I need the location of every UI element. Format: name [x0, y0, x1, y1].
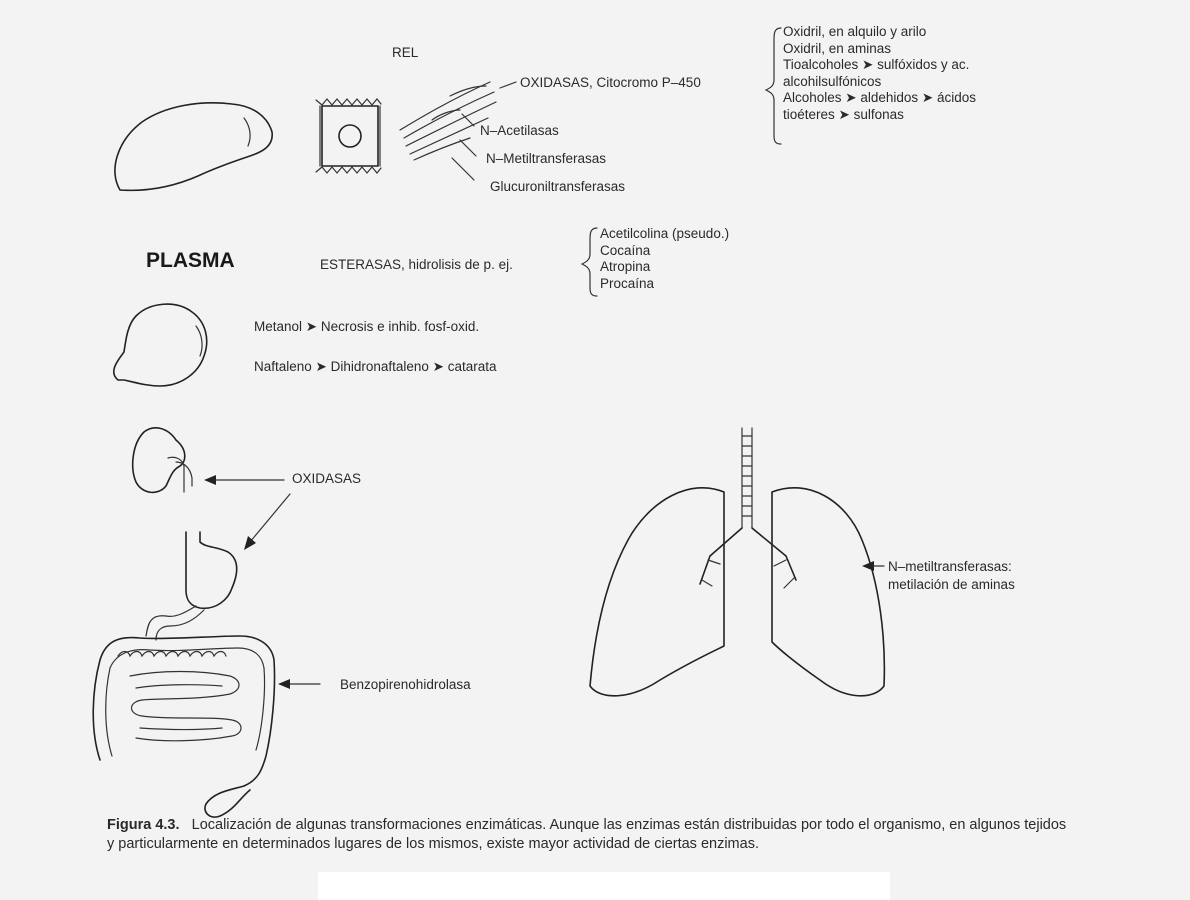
- intestine-drawing: [93, 636, 274, 817]
- list-item: Oxidril, en aminas: [783, 41, 976, 58]
- list-item: Oxidril, en alquilo y arilo: [783, 24, 976, 41]
- lungs-label-line1: N–metiltransferasas:: [888, 558, 1012, 575]
- liver-drawing: [115, 103, 272, 191]
- stomach-drawing: [146, 532, 237, 640]
- metanol-reaction: Metanol ➤ Necrosis e inhib. fosf-oxid.: [254, 318, 479, 335]
- kidney-drawing: [133, 428, 192, 493]
- blank-strip: [318, 872, 890, 900]
- list-item: alcohilsulfónicos: [783, 74, 976, 91]
- hepatocyte-drawing: [316, 99, 381, 173]
- n-acetilasas-label: N–Acetilasas: [480, 122, 559, 139]
- lungs-drawing: [590, 428, 884, 696]
- list-item: Atropina: [600, 259, 729, 276]
- rel-label: REL: [392, 44, 418, 61]
- figure-caption: Figura 4.3. Localización de algunas tran…: [107, 816, 1067, 854]
- lungs-label-line2: metilación de aminas: [888, 576, 1015, 593]
- figure-number: Figura 4.3.: [107, 817, 180, 833]
- list-item: Tioalcoholes ➤ sulfóxidos y ac.: [783, 57, 976, 74]
- caption-text: Localización de algunas transformaciones…: [107, 817, 1066, 852]
- benzopirenohidrolasa-label: Benzopirenohidrolasa: [340, 676, 471, 693]
- liver-reactions-list: Oxidril, en alquilo y arilo Oxidril, en …: [783, 24, 976, 123]
- glucuroniltransferasas-label: Glucuroniltransferasas: [490, 178, 625, 195]
- oxidasas-label: OXIDASAS: [292, 470, 361, 487]
- oxidasas-cyp450-label: OXIDASAS, Citocromo P–450: [520, 74, 701, 91]
- n-metiltransferasas-label: N–Metiltransferasas: [486, 150, 606, 167]
- esterasas-label: ESTERASAS, hidrolisis de p. ej.: [320, 256, 513, 273]
- eye-drawing: [114, 304, 207, 386]
- list-item: Alcoholes ➤ aldehidos ➤ ácidos: [783, 90, 976, 107]
- plasma-heading: PLASMA: [146, 249, 235, 273]
- list-item: Acetilcolina (pseudo.): [600, 226, 729, 243]
- list-item: tioéteres ➤ sulfonas: [783, 107, 976, 124]
- naftaleno-reaction: Naftaleno ➤ Dihidronaftaleno ➤ catarata: [254, 358, 497, 375]
- plasma-substrates-list: Acetilcolina (pseudo.) Cocaína Atropina …: [600, 226, 729, 292]
- list-item: Cocaína: [600, 243, 729, 260]
- endoplasmic-reticulum-drawing: [400, 82, 496, 160]
- list-item: Procaína: [600, 276, 729, 293]
